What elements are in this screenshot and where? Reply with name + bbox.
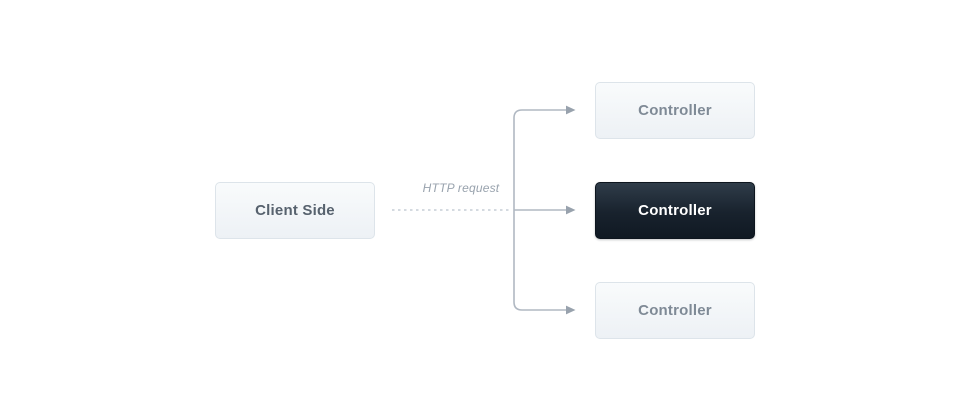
client-side-label: Client Side (255, 202, 335, 219)
controller-node-top: Controller (595, 82, 755, 139)
http-request-label: HTTP request (422, 181, 500, 195)
connector-trunk-branches (513, 109, 567, 311)
controller-node-bottom: Controller (595, 282, 755, 339)
controller-bottom-label: Controller (638, 302, 712, 319)
arrowhead-top-icon (566, 105, 576, 115)
controller-node-middle-active: Controller (595, 182, 755, 239)
arrowhead-bottom-icon (566, 305, 576, 315)
controller-top-label: Controller (638, 102, 712, 119)
client-side-node: Client Side (215, 182, 375, 239)
controller-middle-label: Controller (638, 202, 712, 219)
arrowhead-middle-icon (566, 205, 576, 215)
